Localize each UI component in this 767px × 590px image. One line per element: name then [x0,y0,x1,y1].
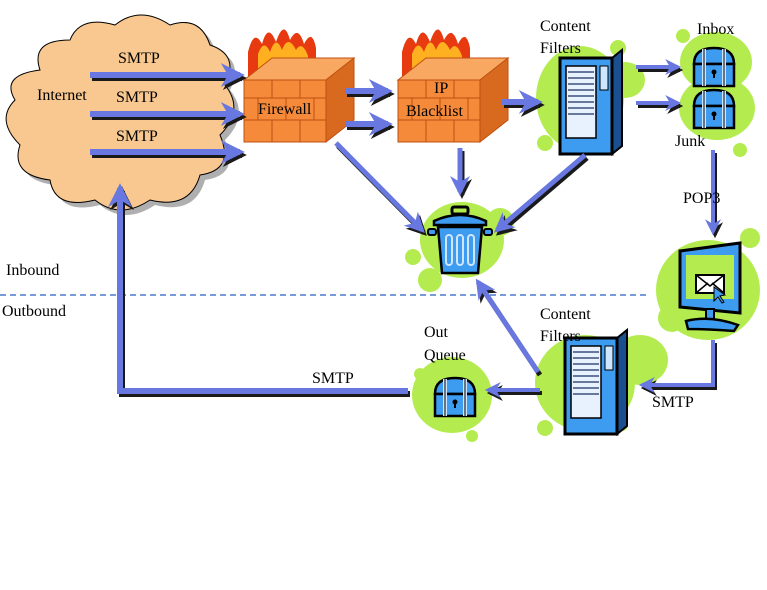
out-queue-label-line2: Queue [424,347,466,364]
junk-chest-icon [692,88,736,130]
trash-can-icon [427,205,493,275]
out-queue-label-line1: Out [424,324,448,341]
content-filters-out-label-line1: Content [540,306,591,323]
filters-out-to-trash-arrow [475,278,541,374]
firewall-icon [243,28,355,143]
filters-to-trash-arrow [493,153,587,233]
ip-blacklist-label-line2: Blacklist [406,103,463,120]
firewall-to-trash-arrow [334,141,425,233]
content-filters-out-label-line2: Filters [540,328,581,345]
ip-blacklist-label-line1: IP [434,80,449,97]
mail-client-computer-icon [678,241,742,333]
ip-blacklist-icon [397,28,509,143]
filters-to-trash-arrow-shadow [495,156,589,236]
content-filters-in-label-line1: Content [540,18,591,35]
inbound-zone-label: Inbound [6,262,60,279]
content-filters-in-label-line2: Filters [540,40,581,57]
inbox-label: Inbox [697,21,735,38]
smtp-out-label: SMTP [312,370,354,387]
content-filters-in-server-icon [558,48,624,156]
queue-to-internet-arrow [108,183,408,394]
internet-label: Internet [37,87,87,104]
outbound-zone-label: Outbound [2,303,66,320]
flow-arrows [90,59,723,401]
smtp-in-label-2: SMTP [116,89,158,106]
client-to-filters-out-arrow [638,340,715,393]
smtp-in-label-1: SMTP [118,50,160,67]
junk-label: Junk [675,133,706,150]
inbox-chest-icon [692,46,736,88]
queue-to-internet-arrow-shadow [110,186,410,397]
firewall-label: Firewall [258,101,312,118]
smtp-in-label-3: SMTP [116,128,158,145]
smtp-client-label: SMTP [652,394,694,411]
pop3-label: POP3 [683,190,721,207]
out-queue-chest-icon [433,376,477,418]
